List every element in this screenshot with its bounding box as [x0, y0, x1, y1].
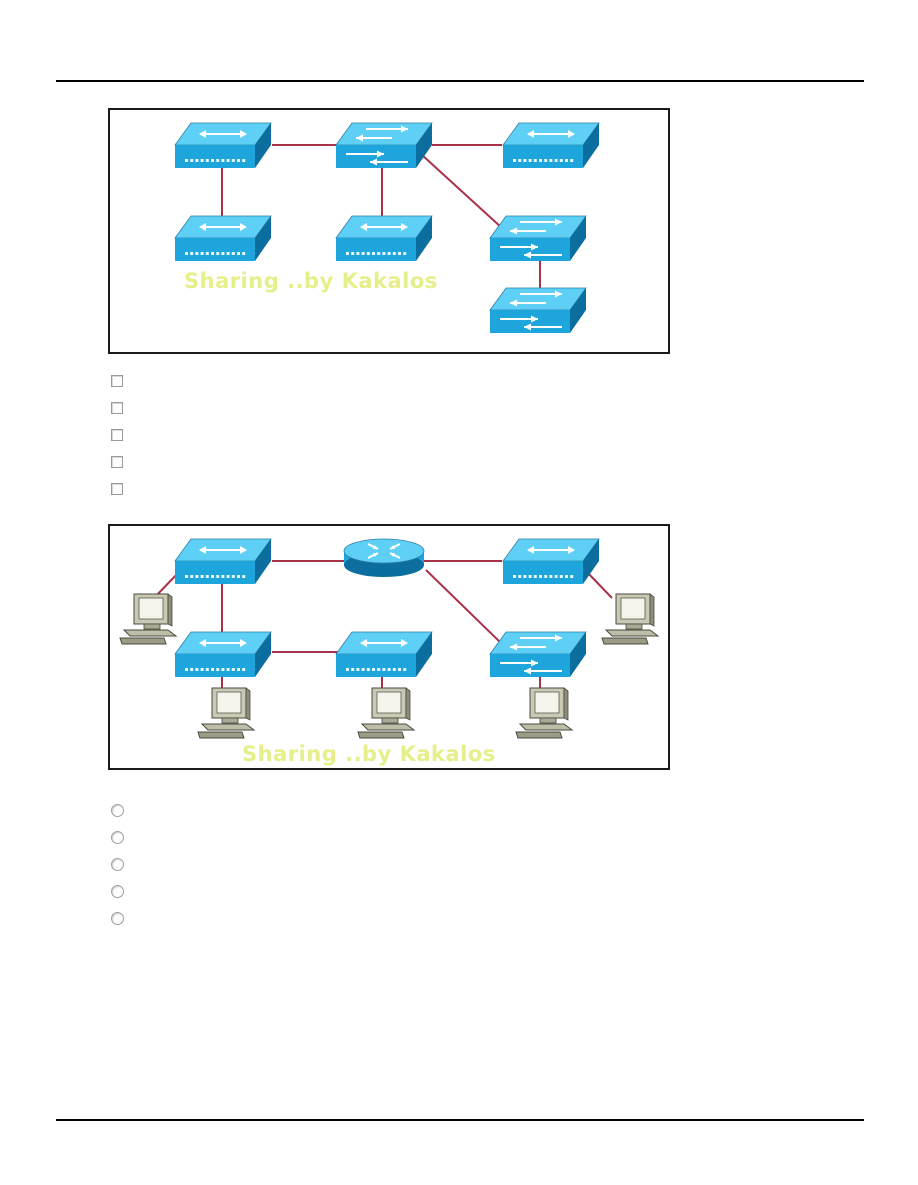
switch-icon: [174, 122, 272, 168]
multilayer-switch-icon: [489, 215, 587, 261]
switch-icon: [335, 215, 433, 261]
workstation-icon: [357, 687, 416, 739]
option-checkbox[interactable]: [111, 456, 123, 468]
option-radio[interactable]: [111, 885, 124, 898]
topology-diagram-2: Sharing ..by Kakalos: [119, 538, 660, 766]
router-icon: [343, 538, 425, 577]
watermark: Sharing ..by Kakalos: [242, 742, 496, 766]
option-radio[interactable]: [111, 804, 124, 817]
multilayer-switch-icon: [489, 287, 587, 333]
option-checkbox[interactable]: [111, 375, 123, 387]
topology-figure-2: Sharing ..by Kakalos: [108, 524, 670, 770]
multilayer-switch-icon: [489, 631, 587, 677]
multilayer-switch-icon: [335, 122, 433, 168]
header-rule: [56, 80, 864, 82]
workstation-icon: [515, 687, 574, 739]
option-checkbox[interactable]: [111, 429, 123, 441]
option-radio[interactable]: [111, 912, 124, 925]
switch-icon: [174, 631, 272, 677]
links: [153, 560, 613, 690]
links: [221, 144, 541, 290]
topology-figure-1: Sharing ..by Kakalos: [108, 108, 670, 354]
workstation-icon: [119, 593, 178, 645]
footer-rule: [56, 1119, 864, 1121]
link: [425, 569, 503, 645]
workstation-icon: [197, 687, 256, 739]
switch-icon: [335, 631, 433, 677]
switch-icon: [174, 538, 272, 584]
option-radio[interactable]: [111, 831, 124, 844]
option-radio[interactable]: [111, 858, 124, 871]
topology-diagram-1: Sharing ..by Kakalos: [174, 122, 600, 333]
link: [421, 154, 503, 229]
option-checkbox[interactable]: [111, 483, 123, 495]
watermark: Sharing ..by Kakalos: [184, 269, 438, 293]
link: [585, 570, 613, 599]
switch-icon: [174, 215, 272, 261]
switch-icon: [502, 122, 600, 168]
switch-icon: [502, 538, 600, 584]
option-checkbox[interactable]: [111, 402, 123, 414]
workstation-icon: [601, 593, 660, 645]
